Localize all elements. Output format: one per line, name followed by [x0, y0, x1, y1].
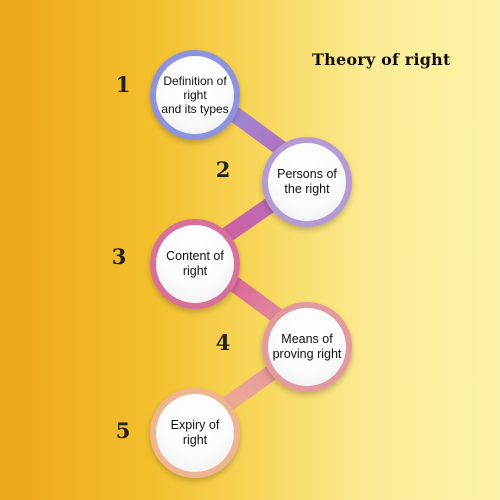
step-node-content: Content of right [150, 219, 240, 309]
step-node-definition: Definition of right and its types [150, 50, 240, 140]
step-node-expiry: Expiry of right [150, 388, 240, 478]
step-node-means: Means of proving right [262, 302, 352, 392]
step-label: Content of right [166, 249, 224, 278]
step-number: 1 [115, 72, 131, 97]
step-number: 5 [115, 418, 131, 443]
step-node-persons: Persons of the right [262, 137, 352, 227]
step-label: Definition of right and its types [161, 74, 229, 116]
step-number: 4 [215, 330, 231, 355]
step-label: Persons of the right [277, 167, 337, 196]
step-number: 2 [215, 157, 231, 182]
step-label: Expiry of right [170, 418, 220, 447]
diagram-title: Theory of right [312, 50, 451, 69]
step-label: Means of proving right [272, 332, 342, 361]
step-number: 3 [111, 244, 127, 269]
